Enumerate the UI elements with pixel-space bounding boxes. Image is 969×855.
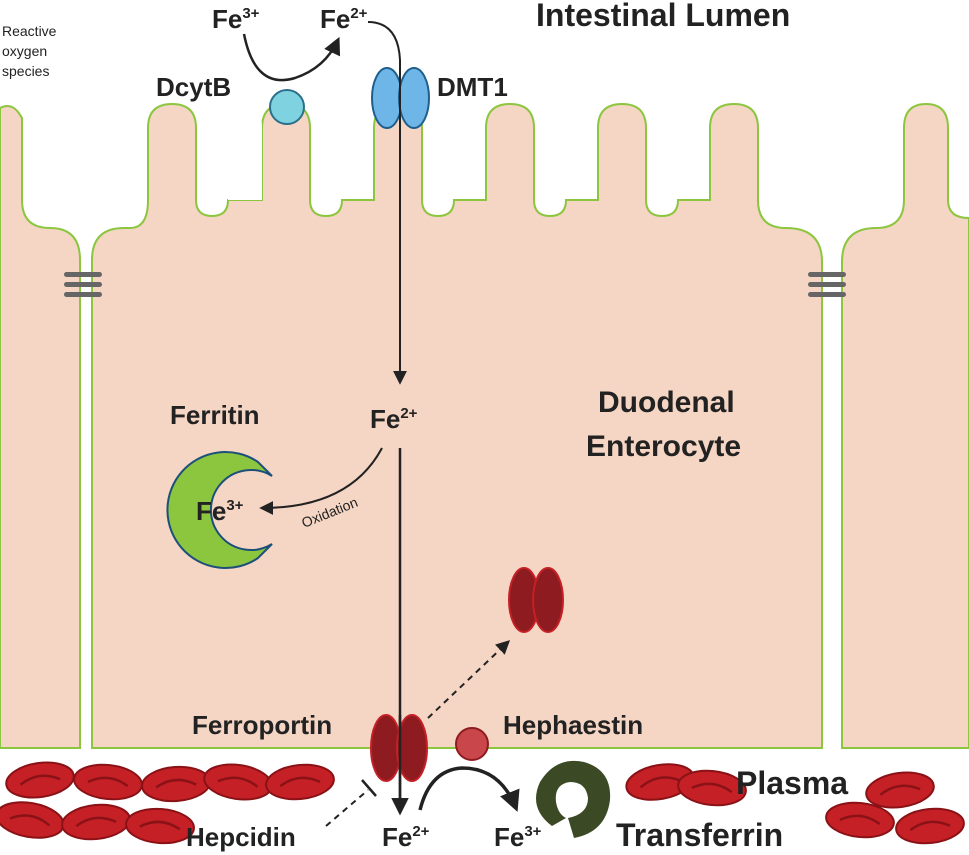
tight-junction-left xyxy=(64,272,102,297)
reduction-arrow xyxy=(242,33,341,82)
uptake-arrow xyxy=(367,21,407,385)
internalized-ferroportin xyxy=(508,567,564,633)
dcytb-protein xyxy=(269,89,305,125)
enterocyte-label-1: Duodenal xyxy=(598,386,735,419)
hephaestin-label: Hephaestin xyxy=(503,710,643,740)
hepcidin-inhibition-line xyxy=(325,789,369,827)
lumen-fe3-label: Fe3+ xyxy=(212,4,260,34)
dmt1-label: DMT1 xyxy=(437,72,508,102)
transferrin-protein xyxy=(536,760,611,838)
plasma-oxidation-arrow xyxy=(418,766,520,812)
ferritin-protein xyxy=(166,451,273,569)
duodenal-enterocyte-cell xyxy=(91,102,823,749)
ros-label-3: species xyxy=(2,63,49,79)
plasma-fe2-label: Fe2+ xyxy=(382,822,430,852)
ferroportin-internalization-arrow xyxy=(427,640,511,719)
ferritin-label: Ferritin xyxy=(170,400,260,430)
plasma-fe3-label: Fe3+ xyxy=(494,822,542,852)
tight-junction-right xyxy=(808,272,846,297)
lumen-label: Intestinal Lumen xyxy=(536,0,790,33)
dmt1-transporter xyxy=(371,67,430,129)
ferroportin-label: Ferroportin xyxy=(192,710,332,740)
ros-label-2: oxygen xyxy=(2,43,47,59)
enterocyte-label-2: Enterocyte xyxy=(586,430,741,463)
ros-label-1: Reactive xyxy=(2,23,57,39)
ferritin-fe3-label: Fe3+ xyxy=(196,496,244,526)
plasma-label: Plasma xyxy=(736,765,848,801)
lumen-fe2-label: Fe2+ xyxy=(320,4,368,34)
right-cell xyxy=(841,102,969,749)
ferroportin-transporter xyxy=(370,714,428,782)
hephaestin-protein xyxy=(455,727,489,761)
cell-fe2-label: Fe2+ xyxy=(370,404,418,434)
hepcidin-label: Hepcidin xyxy=(186,822,296,852)
left-cell xyxy=(0,105,81,749)
oxidation-arrow xyxy=(259,447,383,515)
dcytb-label: DcytB xyxy=(156,72,231,102)
transferrin-label: Transferrin xyxy=(616,817,783,853)
